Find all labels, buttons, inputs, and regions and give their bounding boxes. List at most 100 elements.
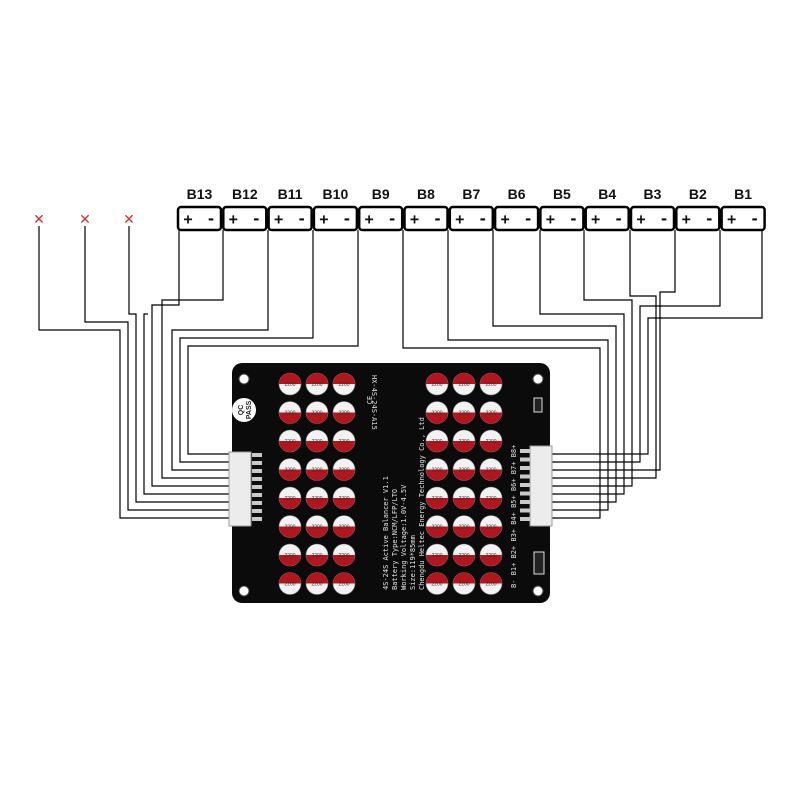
capacitor: 2200 xyxy=(479,572,503,595)
battery-minus: - xyxy=(569,210,578,228)
wire xyxy=(552,230,721,463)
capacitor: 2200 xyxy=(278,401,302,424)
capacitor-label: 2200 xyxy=(485,582,496,588)
capacitor: 2200 xyxy=(305,486,329,510)
capacitor: 2200 xyxy=(479,458,503,481)
battery-cell-b7: B7+- xyxy=(448,186,495,232)
capacitor-label: 2200 xyxy=(284,382,295,388)
capacitor-label: 2200 xyxy=(338,411,349,417)
silkscreen-line: Working Voltage:1.0V-4.5V xyxy=(400,484,408,590)
capacitor-label: 2200 xyxy=(284,411,295,417)
pin xyxy=(252,493,262,497)
capacitor: 2200 xyxy=(452,572,476,595)
battery-minus: - xyxy=(433,210,442,228)
capacitor-label: 2200 xyxy=(458,553,469,559)
silkscreen-line: 4S-24S Active Balancer V1.1 xyxy=(382,476,390,590)
mounting-hole xyxy=(532,585,544,597)
capacitor-label: 2200 xyxy=(284,553,295,559)
capacitor-label: 2200 xyxy=(485,411,496,417)
battery-plus: + xyxy=(636,210,645,228)
capacitor: 2200 xyxy=(278,372,302,396)
capacitor-label: 2200 xyxy=(311,496,322,502)
battery-label: B4 xyxy=(598,186,616,202)
capacitor: 2200 xyxy=(332,429,356,453)
battery-label: B3 xyxy=(644,186,662,202)
battery-box xyxy=(493,205,540,232)
battery-minus: - xyxy=(206,210,215,228)
capacitor-label: 2200 xyxy=(431,439,442,445)
battery-plus: + xyxy=(229,210,238,228)
battery-cell-b8: B8+- xyxy=(403,186,449,232)
capacitor-label: 2200 xyxy=(311,411,322,417)
battery-minus: - xyxy=(750,210,759,228)
wire xyxy=(84,226,230,511)
battery-cell-b2: B2+- xyxy=(675,186,721,232)
battery-minus: - xyxy=(659,210,668,228)
wire xyxy=(552,230,763,455)
pin xyxy=(252,477,262,481)
battery-cell-b4: B4+- xyxy=(584,186,630,232)
capacitor: 2200 xyxy=(278,543,302,567)
capacitor: 2200 xyxy=(452,458,476,481)
capacitor: 2200 xyxy=(452,401,476,424)
wire xyxy=(179,230,314,463)
battery-plus: + xyxy=(319,210,328,228)
battery-plus: + xyxy=(410,210,419,228)
battery-box xyxy=(267,205,313,232)
wires-layer xyxy=(38,226,763,519)
capacitor: 2200 xyxy=(479,401,503,424)
capacitor-label: 2200 xyxy=(311,553,322,559)
capacitor: 2200 xyxy=(452,372,476,396)
wire xyxy=(539,230,625,495)
capacitor-label: 2200 xyxy=(485,525,496,531)
battery-plus: + xyxy=(727,210,736,228)
pin xyxy=(252,501,262,505)
wire xyxy=(447,230,609,511)
capacitor-label: 2200 xyxy=(311,582,322,588)
pin xyxy=(252,453,262,457)
battery-row: B13+-B12+-B11+-B10+-B9+-B8+-B7+-B6+-B5+-… xyxy=(176,186,766,232)
battery-cell-b9: B9+- xyxy=(357,186,404,232)
battery-cell-b10: B10+- xyxy=(312,186,359,232)
capacitor-label: 2200 xyxy=(485,439,496,445)
pin xyxy=(520,449,530,453)
capacitor: 2200 xyxy=(479,372,503,396)
capacitor: 2200 xyxy=(332,372,356,396)
capacitor: 2200 xyxy=(479,543,503,567)
capacitor: 2200 xyxy=(305,372,329,396)
silkscreen-line: Chengdu Heltec Energy Technology Co., Lt… xyxy=(418,417,426,590)
battery-plus: + xyxy=(682,210,691,228)
battery-box xyxy=(312,205,359,232)
ce-mark: CE xyxy=(366,396,374,404)
capacitor-label: 2200 xyxy=(284,439,295,445)
capacitor: 2200 xyxy=(305,515,329,538)
wire xyxy=(161,230,230,479)
capacitor: 2200 xyxy=(332,543,356,567)
capacitor: 2200 xyxy=(425,572,449,595)
capacitor: 2200 xyxy=(332,458,356,481)
battery-cell-b11: B11+- xyxy=(267,186,313,232)
capacitor: 2200 xyxy=(278,486,302,510)
capacitor-label: 2200 xyxy=(338,496,349,502)
qc-stamp-line2: PASS xyxy=(246,400,253,419)
capacitor: 2200 xyxy=(425,543,449,567)
switch xyxy=(533,551,545,575)
right-connector xyxy=(529,445,553,527)
pin xyxy=(520,474,530,479)
capacitor: 2200 xyxy=(305,543,329,567)
battery-box xyxy=(720,205,766,232)
unused-markers: ✕✕✕ xyxy=(33,212,135,228)
pin xyxy=(520,491,530,496)
battery-plus: + xyxy=(274,210,283,228)
wire xyxy=(552,230,676,471)
unused-wire-marker: ✕ xyxy=(33,212,45,228)
capacitor: 2200 xyxy=(452,486,476,510)
capacitor: 2200 xyxy=(305,401,329,424)
pin xyxy=(520,508,530,513)
battery-plus: + xyxy=(501,210,510,228)
qc-stamp-line1: QC xyxy=(238,405,245,416)
capacitor-label: 2200 xyxy=(485,553,496,559)
capacitor-label: 2200 xyxy=(485,382,496,388)
